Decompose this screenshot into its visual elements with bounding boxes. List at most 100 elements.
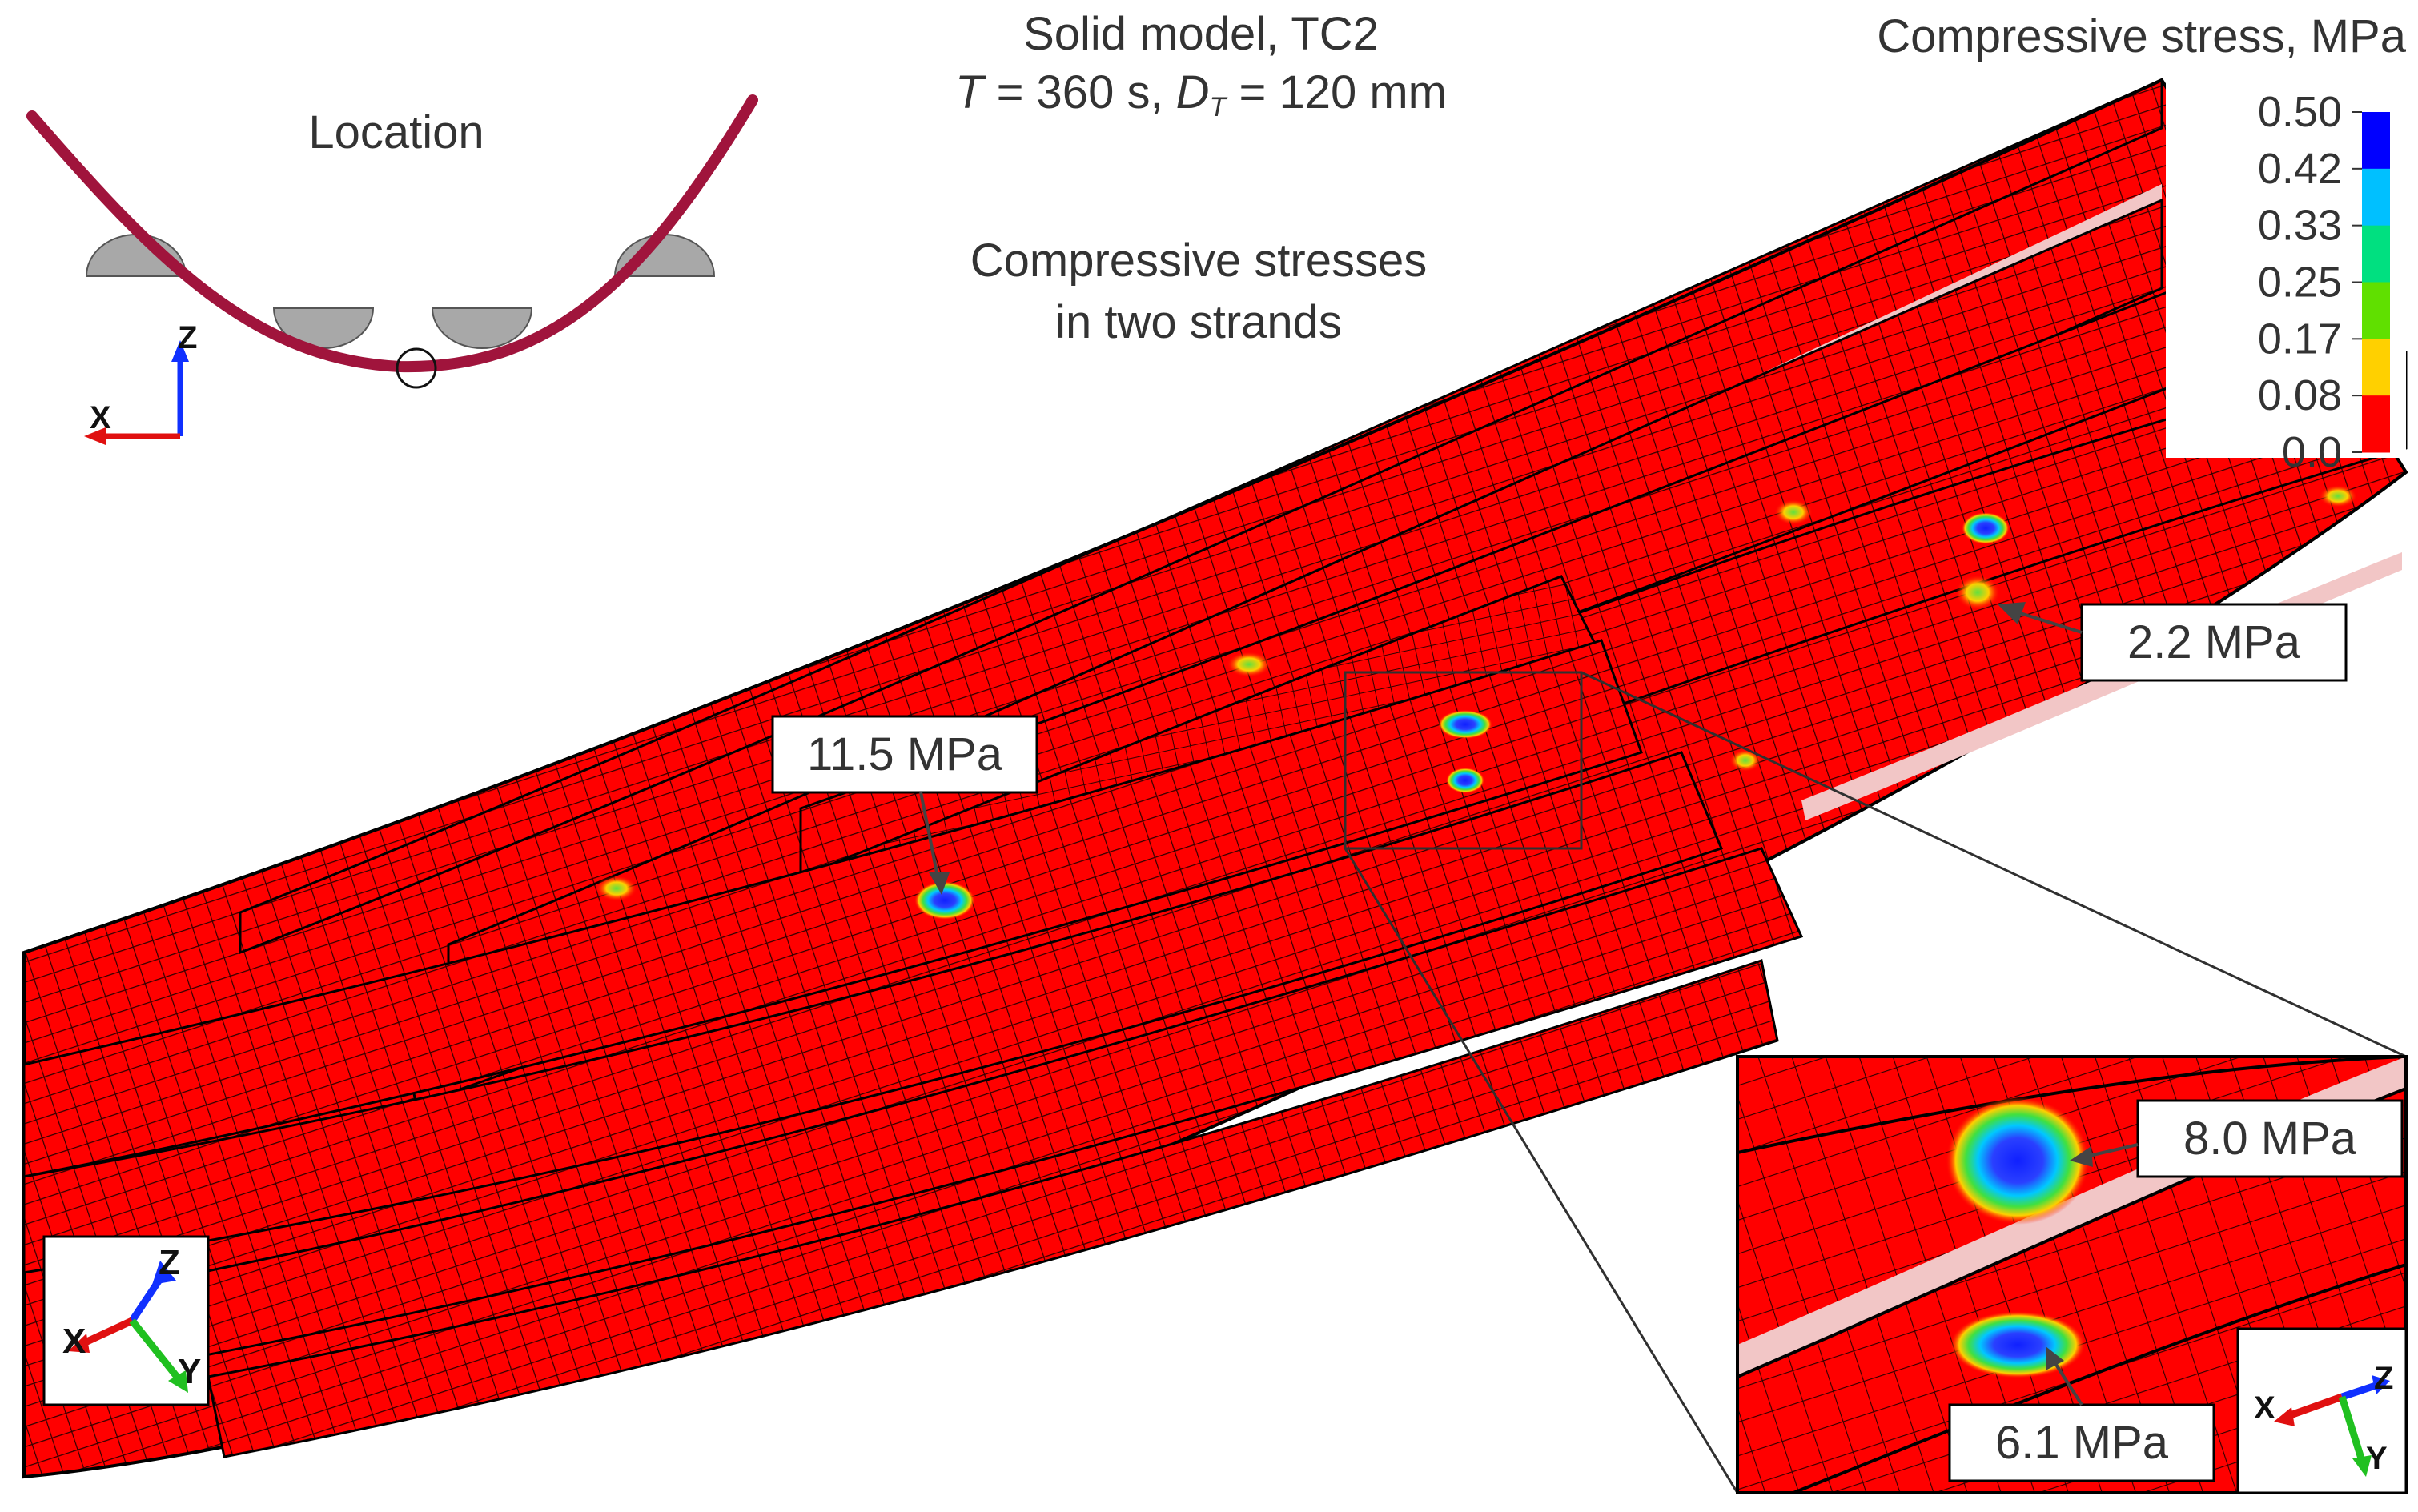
triad-main-label-z: Z — [159, 1243, 180, 1282]
subtitle-line-1: Compressive stresses — [970, 235, 1427, 287]
legend-tick-label-6: 0.0 — [2282, 428, 2342, 476]
rope-top-edge — [23, 78, 2163, 954]
location-label: Location — [308, 106, 484, 158]
triad-zoom-label-x: X — [2254, 1390, 2275, 1426]
location-axis-z-label: Z — [178, 320, 197, 355]
triad-zoom-head-z — [2372, 1375, 2390, 1394]
legend-swatch-2 — [2362, 225, 2390, 283]
zoom-inset: 8.0 MPa 6.1 MPa Z X Y — [1736, 1055, 2408, 1494]
hotspot-misc-5 — [2319, 485, 2357, 507]
stress-hotspots — [596, 485, 2357, 920]
title-D-value: = 120 mm — [1226, 66, 1447, 118]
rope-strands-group — [22, 78, 2408, 1479]
triad-zoom-box — [2236, 1327, 2408, 1494]
callout-text-11-5: 11.5 MPa — [807, 728, 1003, 780]
legend-swatch-1 — [2362, 168, 2390, 227]
title-line-2: T = 360 s, DT = 120 mm — [955, 66, 1447, 122]
legend-swatch-3 — [2362, 282, 2390, 339]
triad-main-axis-x — [78, 1317, 134, 1349]
triad-main-axis-y — [129, 1318, 183, 1383]
triad-zoom-axis-y — [2338, 1395, 2366, 1462]
strand-lower-3 — [159, 847, 1804, 1362]
location-inset: Location Z X — [26, 94, 758, 445]
callout-arrowhead-8-0 — [2070, 1146, 2093, 1167]
triad-main-label-y: Y — [178, 1352, 201, 1391]
subtitle-line-2: in two strands — [1055, 296, 1342, 348]
callout-box-2-2 — [2080, 603, 2348, 682]
hotspot-2-2b — [1955, 575, 2000, 610]
callout-arrow-11-5 — [919, 792, 940, 881]
title-line-1: Solid model, TC2 — [1023, 8, 1379, 60]
legend-tick-label-3: 0.25 — [2258, 259, 2342, 307]
legend-tick-label-4: 0.17 — [2258, 315, 2342, 363]
hotspot-misc-2 — [596, 876, 637, 901]
zoom-source-box — [1344, 671, 1583, 850]
strand-lower-2 — [22, 751, 1724, 1274]
triad-zoom: Z X Y — [2236, 1327, 2408, 1494]
hotspot-zoom-top-small — [1438, 710, 1492, 739]
strand-lower-4 — [207, 959, 1779, 1458]
triad-main-head-x — [68, 1334, 90, 1353]
triad-main: Z X Y — [42, 1235, 210, 1406]
rope-curve — [26, 94, 758, 373]
location-marker-circle — [396, 347, 437, 389]
hotspot-11-5 — [914, 881, 975, 920]
callout-box-8-0 — [2136, 1099, 2404, 1178]
header: Solid model, TC2 T = 360 s, DT = 120 mm … — [955, 8, 1447, 348]
callout-text-2-2: 2.2 MPa — [2127, 616, 2301, 668]
triad-zoom-head-x — [2274, 1407, 2295, 1426]
triad-zoom-axis-x — [2284, 1393, 2344, 1421]
triad-zoom-label-z: Z — [2374, 1361, 2393, 1396]
legend-swatch-5 — [2362, 395, 2390, 453]
legend-swatch-0 — [2362, 112, 2390, 170]
legend-tick-label-1: 0.42 — [2258, 145, 2342, 193]
callout-2-2: 2.2 MPa — [1998, 602, 2348, 682]
zoom-strand-edge-1 — [1737, 1057, 2406, 1154]
zoom-indicator — [1344, 671, 2407, 1494]
hotspot-misc-1 — [1227, 652, 1271, 677]
zoom-connector-1 — [1581, 671, 2407, 1058]
triad-zoom-head-y — [2352, 1455, 2372, 1477]
title-D-subscript: T — [1210, 92, 1228, 122]
triad-main-label-x: X — [62, 1321, 86, 1361]
legend: Compressive stress, MPa 0.50 0.42 0.33 0.25… — [1877, 10, 2406, 476]
sheave-2 — [272, 307, 375, 349]
hotspot-2-2a — [1962, 512, 2010, 544]
callout-arrow-2-2 — [2017, 611, 2083, 634]
legend-title: Compressive stress, MPa — [1877, 10, 2406, 62]
legend-tick-label-0: 0.50 — [2258, 88, 2342, 136]
callout-arrowhead-11-5 — [929, 872, 950, 895]
zoom-connector-3 — [1344, 848, 1739, 1494]
hotspot-misc-3 — [1774, 499, 1813, 525]
location-axis-x-head — [84, 427, 106, 445]
title-D-symbol: D — [1176, 66, 1210, 118]
callout-arrowhead-6-1 — [2046, 1346, 2064, 1370]
title-T-symbol: T — [955, 66, 986, 118]
callout-8-0: 8.0 MPa — [2070, 1099, 2404, 1178]
callout-11-5: 11.5 MPa — [771, 715, 1038, 895]
zoom-hotspot-6-1 — [1950, 1311, 2086, 1378]
location-axis-x-label: X — [90, 400, 111, 435]
legend-tick-labels: 0.50 0.42 0.33 0.25 0.17 0.08 0.0 — [2258, 88, 2362, 476]
location-axis-z-head — [171, 340, 189, 362]
legend-tick-label-5: 0.08 — [2258, 371, 2342, 419]
callout-arrowhead-2-2 — [1998, 602, 2026, 624]
triad-main-head-y — [168, 1370, 188, 1393]
triad-main-head-z — [152, 1261, 176, 1285]
callout-arrow-6-1 — [2052, 1359, 2083, 1406]
callout-6-1: 6.1 MPa — [1948, 1346, 2215, 1482]
legend-swatch-4 — [2362, 339, 2390, 396]
title-T-value: = 360 s, — [983, 66, 1175, 118]
legend-color-bar — [2362, 112, 2390, 453]
strand-lower-1 — [22, 639, 1643, 1178]
zoom-inset-frame — [1736, 1055, 2408, 1494]
zoom-strand-edge-3 — [1793, 1263, 2406, 1493]
callout-arrow-8-0 — [2085, 1143, 2139, 1158]
triad-zoom-label-y: Y — [2366, 1441, 2388, 1476]
hotspot-misc-4 — [1729, 749, 1761, 772]
callout-box-11-5 — [771, 715, 1038, 794]
callout-text-8-0: 8.0 MPa — [2183, 1113, 2357, 1165]
legend-tick-label-2: 0.33 — [2258, 202, 2342, 250]
triad-zoom-axis-z — [2340, 1381, 2380, 1401]
